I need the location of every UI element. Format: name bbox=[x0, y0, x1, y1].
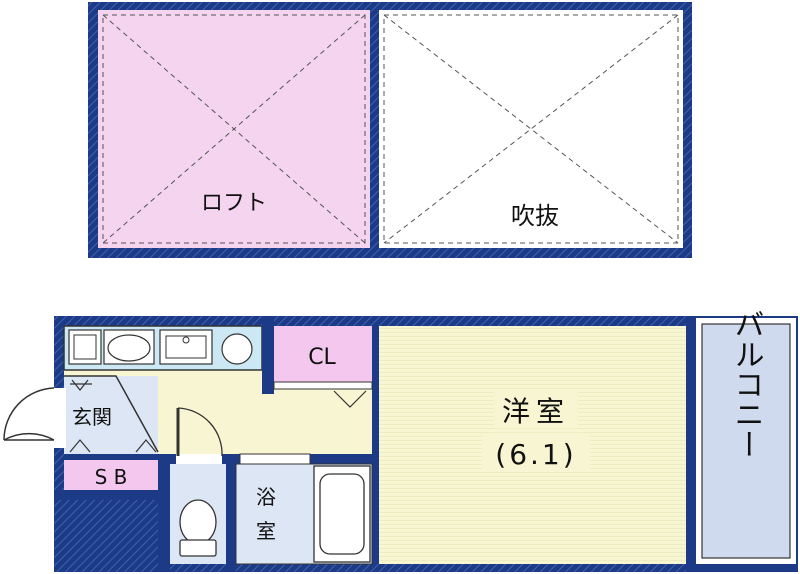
toilet-door-opening bbox=[176, 454, 222, 464]
door-swing-icon[interactable] bbox=[3, 387, 55, 441]
entrance-marker-right bbox=[135, 439, 157, 453]
shoe-box-area bbox=[64, 460, 158, 490]
balcony-label: バルコニー bbox=[729, 309, 764, 459]
balcony-floor bbox=[702, 324, 790, 558]
main-floor: CL 玄関 S B bbox=[3, 316, 696, 572]
toilet-icon bbox=[179, 499, 217, 557]
bathtub-icon bbox=[313, 465, 371, 563]
door-swing-icon[interactable] bbox=[176, 407, 223, 457]
loft-label: ロフト bbox=[201, 191, 267, 216]
bath-floor-outline bbox=[235, 463, 373, 565]
shoe-box-label: S B bbox=[95, 465, 128, 489]
loft-level: ロフト 吹抜 bbox=[88, 2, 692, 258]
washer-icon bbox=[68, 329, 102, 365]
fukinuke-cross-line-b bbox=[383, 14, 679, 244]
fukinuke-cross-line-a bbox=[383, 14, 679, 244]
toilet-right-wall bbox=[226, 454, 236, 572]
western-room-label-backdrop bbox=[494, 392, 578, 426]
bath-label-line2: 室 bbox=[256, 519, 276, 543]
bath-door-opening bbox=[239, 453, 311, 465]
closet-left-wall bbox=[262, 316, 274, 394]
western-room-partition bbox=[372, 326, 379, 564]
entrance-marker-left bbox=[69, 439, 91, 453]
fukinuke-label: 吹抜 bbox=[511, 202, 559, 230]
front-door-opening bbox=[44, 388, 66, 448]
entrance-step-line bbox=[64, 375, 159, 453]
closet-shelf bbox=[273, 381, 373, 390]
closet-door-mark bbox=[333, 390, 367, 408]
toilet-left-wall bbox=[158, 454, 170, 572]
closet-area bbox=[274, 326, 372, 382]
western-room-size: (6.1) bbox=[495, 438, 576, 471]
fukinuke-dashed-border bbox=[383, 14, 679, 244]
closet-label: CL bbox=[308, 345, 336, 370]
loft-label-backdrop bbox=[214, 190, 276, 220]
shoe-box-bottom-wall bbox=[54, 490, 160, 500]
fukinuke-label-backdrop bbox=[498, 198, 572, 232]
stove-icon bbox=[221, 333, 253, 365]
sink-icon bbox=[159, 329, 213, 365]
loft-cross-line-b bbox=[102, 14, 366, 244]
balcony: バルコニー bbox=[686, 309, 798, 572]
shoe-box-wall bbox=[64, 454, 158, 460]
entrance-label: 玄関 bbox=[72, 405, 112, 429]
washbasin-icon bbox=[103, 329, 155, 365]
entrance-marker-top bbox=[71, 379, 89, 391]
western-room-size-backdrop bbox=[482, 436, 590, 472]
loft-dashed-border bbox=[102, 14, 366, 244]
western-room-label: 洋室 bbox=[502, 395, 570, 428]
balcony-floor-outline bbox=[701, 323, 791, 559]
bath-label-line1: 浴 bbox=[256, 485, 276, 509]
